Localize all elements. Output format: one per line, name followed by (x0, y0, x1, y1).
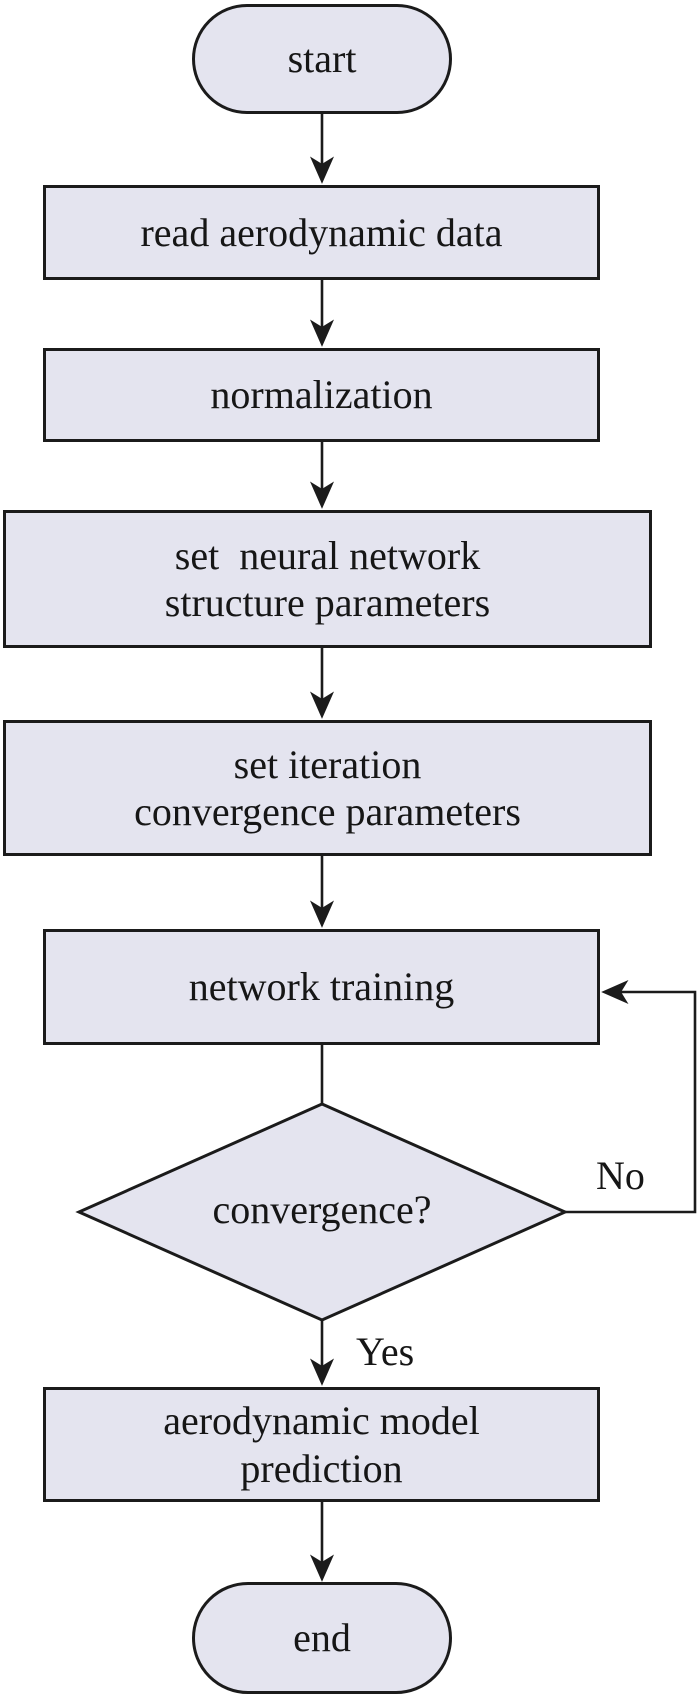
edge-label-no: No (596, 1153, 645, 1198)
node-set-neural-network-line2: structure parameters (164, 580, 491, 625)
node-network-training: network training (43, 929, 600, 1045)
node-read-aerodynamic-data-label: read aerodynamic data (140, 209, 503, 255)
convergence-diamond (75, 1102, 569, 1322)
node-normalization: normalization (43, 348, 600, 442)
node-prediction-line1: aerodynamic model (163, 1398, 480, 1444)
node-set-neural-network-line1: set neural network (174, 532, 481, 578)
node-end: end (192, 1582, 452, 1694)
edge-label-yes: Yes (356, 1329, 415, 1374)
node-normalization-label: normalization (210, 372, 433, 418)
node-network-training-label: network training (188, 964, 455, 1010)
node-set-iteration-line1: set iteration (233, 741, 422, 787)
node-set-neural-network: set neural network structure parameters (3, 510, 652, 648)
node-start: start (192, 4, 452, 114)
node-read-aerodynamic-data: read aerodynamic data (43, 185, 600, 280)
node-convergence-label: convergence? (212, 1187, 432, 1232)
node-start-label: start (287, 36, 357, 82)
node-prediction-line2: prediction (240, 1445, 403, 1491)
node-aerodynamic-model-prediction: aerodynamic model prediction (43, 1387, 600, 1502)
edge-convergence-no-loop (565, 979, 697, 1214)
node-set-iteration-line2: convergence parameters (134, 789, 521, 834)
node-end-label: end (293, 1615, 351, 1661)
node-set-iteration: set iteration convergence parameters (3, 720, 652, 856)
